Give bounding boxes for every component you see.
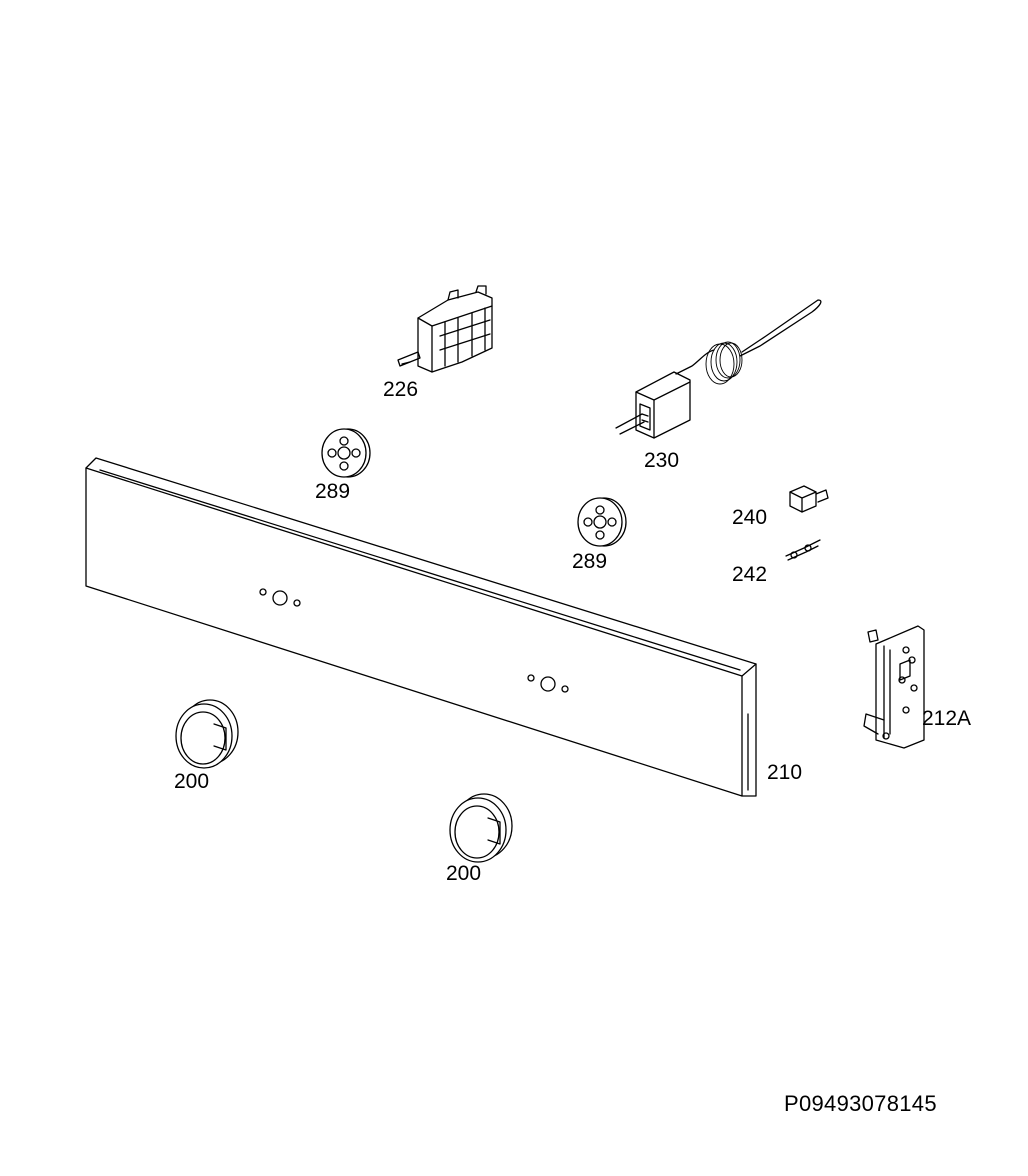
part-label-210: 210 [767,761,803,784]
thermostat-icon [615,299,822,439]
mounting-bracket-icon [863,625,925,749]
part-label-289-left: 289 [315,480,351,503]
spacer-ring-icon [321,428,371,478]
part-label-200-left: 200 [174,770,210,793]
control-knob-icon [175,699,239,769]
indicator-lamp-icon [789,485,829,513]
control-knob-icon [449,793,513,863]
drawing-code: P09493078145 [784,1091,937,1116]
part-label-212a: 212A [922,707,972,730]
part-label-230: 230 [644,449,680,472]
part-label-200-right: 200 [446,862,482,885]
part-label-240: 240 [732,506,768,529]
part-label-226: 226 [383,378,419,401]
lamp-wire-icon [785,539,821,561]
part-label-289-right: 289 [572,550,608,573]
spacer-ring-icon [577,497,627,547]
control-panel-icon [85,457,757,797]
part-label-242: 242 [732,563,768,586]
selector-switch-icon [397,285,493,373]
